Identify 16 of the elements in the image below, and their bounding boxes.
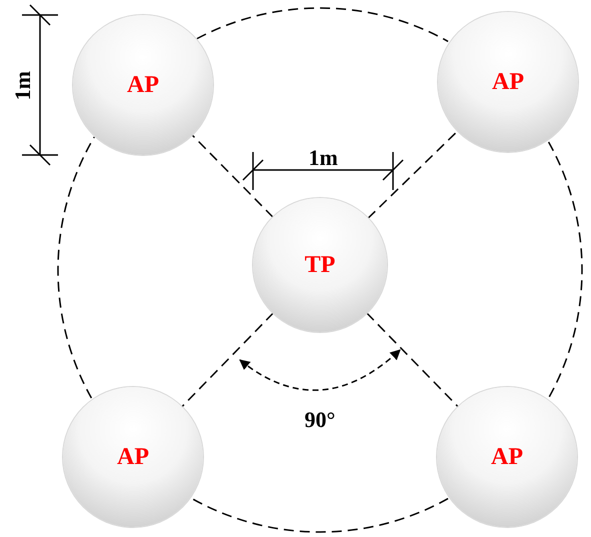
node-label: AP — [127, 72, 159, 98]
node-label: TP — [304, 252, 336, 278]
connector-line — [192, 498, 448, 533]
connector-line — [366, 312, 459, 408]
node-label: AP — [492, 68, 524, 96]
connector-line — [181, 312, 274, 408]
connector-line — [192, 134, 274, 218]
node-label: AP — [117, 444, 149, 470]
node-label: AP — [491, 444, 523, 470]
dimension-label: 1m — [10, 70, 36, 100]
dimension-label: 1m — [308, 145, 338, 171]
connector-line — [196, 7, 448, 42]
connector-line — [367, 130, 458, 219]
angle-label: 90° — [304, 407, 336, 433]
connector-line — [548, 142, 583, 398]
connector-line — [58, 136, 95, 398]
